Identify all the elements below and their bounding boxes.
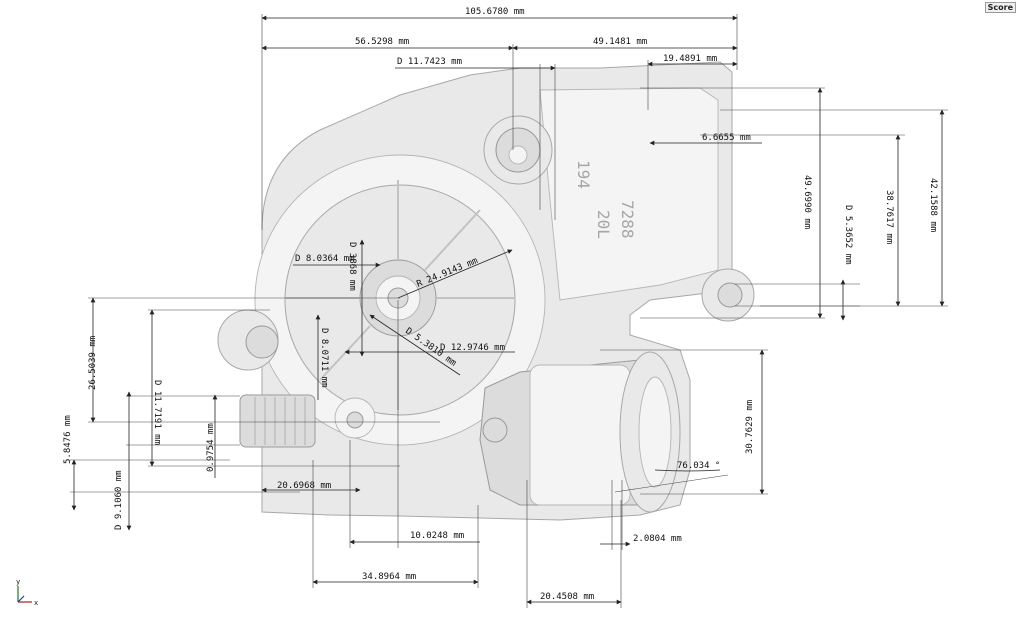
dim-105-6780[interactable]: 105.6780 mm xyxy=(465,7,525,17)
x-axis-label: x xyxy=(34,599,38,607)
dim-d-11-7423[interactable]: D 11.7423 mm xyxy=(397,57,462,67)
dim-19-4891[interactable]: 19.4891 mm xyxy=(663,54,717,64)
dim-d-3868[interactable]: D 3868 mm xyxy=(347,242,357,291)
dim-angle-76-034[interactable]: 76.034 ° xyxy=(677,461,720,471)
dim-20-6968[interactable]: 20.6968 mm xyxy=(277,481,331,491)
y-axis-label: y xyxy=(16,578,20,586)
dim-d-8-0364[interactable]: D 8.0364 mm xyxy=(295,254,355,264)
dim-30-7629[interactable]: 30.7629 mm xyxy=(745,400,755,454)
dim-d-5-3652[interactable]: D 5.3652 mm xyxy=(843,205,853,265)
dim-2-0804[interactable]: 2.0804 mm xyxy=(633,534,682,544)
dim-26-5039[interactable]: 26.5039 mm xyxy=(88,336,98,390)
cover-plate xyxy=(539,87,719,301)
axis-triad: y x xyxy=(16,578,38,607)
part-marking-3: 7288 xyxy=(618,200,637,239)
dim-38-7617[interactable]: 38.7617 mm xyxy=(884,190,894,244)
z-axis-icon xyxy=(17,595,25,603)
part-model[interactable]: 194 20L 7288 xyxy=(217,61,755,521)
dim-49-1481[interactable]: 49.1481 mm xyxy=(593,37,647,47)
dim-d-8-0711[interactable]: D 8.0711 mm xyxy=(319,328,329,388)
part-marking-1: 194 xyxy=(574,160,593,189)
dim-42-1588[interactable]: 42.1588 mm xyxy=(928,178,938,232)
part-marking-2: 20L xyxy=(594,210,613,239)
dim-49-6990[interactable]: 49.6990 mm xyxy=(802,175,812,229)
dim-6-6655[interactable]: 6.6655 mm xyxy=(702,133,751,143)
dim-20-4508[interactable]: 20.4508 mm xyxy=(540,592,594,602)
dim-d-11-7191[interactable]: D 11.7191 mm xyxy=(152,380,162,445)
dim-10-0248[interactable]: 10.0248 mm xyxy=(410,531,464,541)
app-logo: Score xyxy=(984,2,1016,13)
dim-d-9-1060[interactable]: D 9.1060 mm xyxy=(114,470,124,530)
dim-d-12-9746[interactable]: D 12.9746 mm xyxy=(440,343,505,353)
dim-56-5298[interactable]: 56.5298 mm xyxy=(355,37,409,47)
dim-5-8476[interactable]: 5.8476 mm xyxy=(63,415,73,464)
dim-0-9754[interactable]: 0.9754 mm xyxy=(206,423,216,472)
threaded-nozzle xyxy=(239,394,316,448)
dim-34-8964[interactable]: 34.8964 mm xyxy=(362,572,416,582)
